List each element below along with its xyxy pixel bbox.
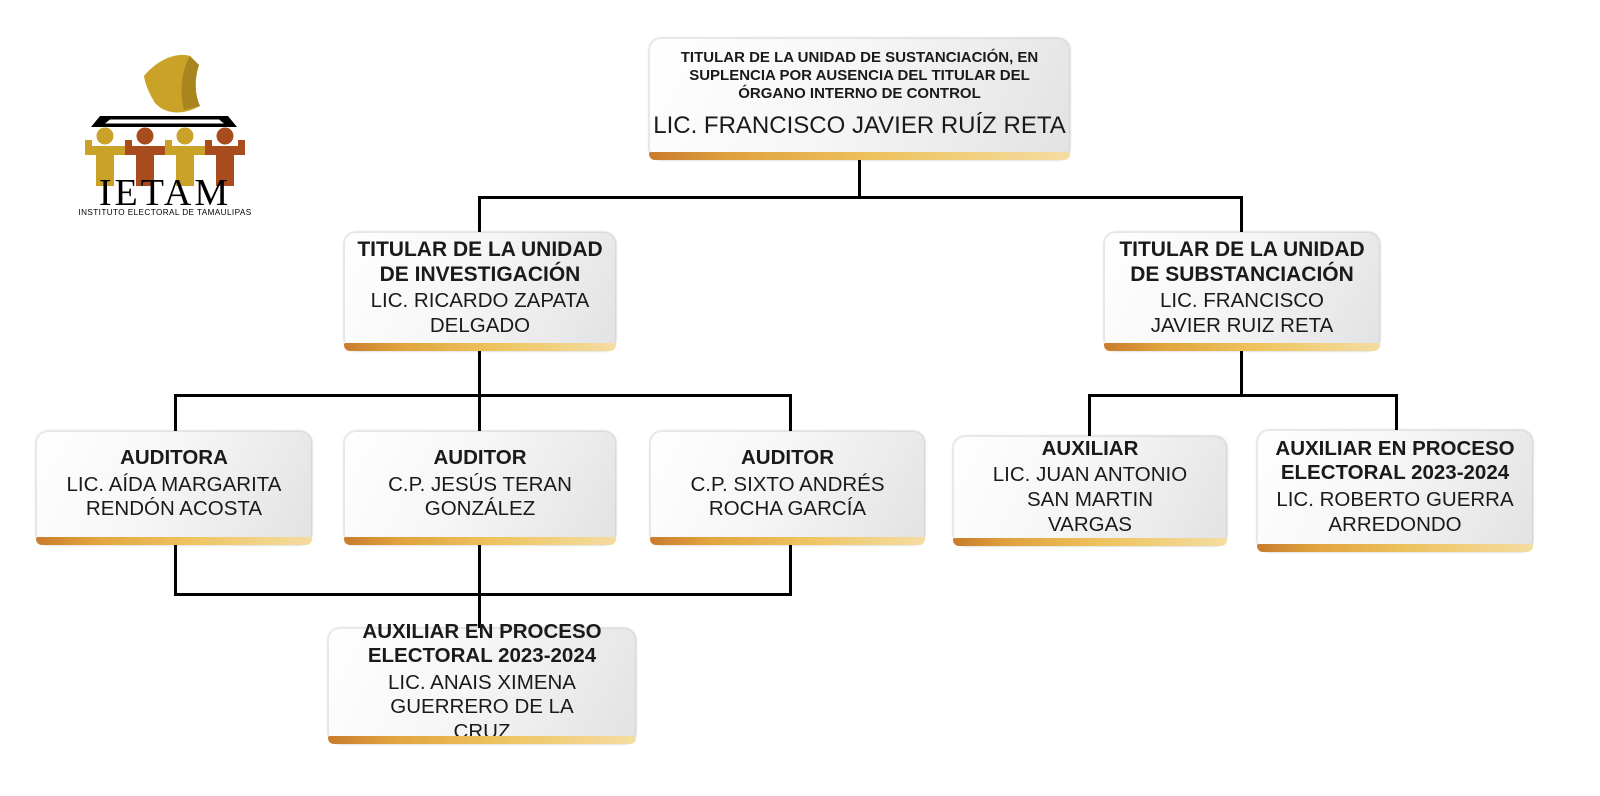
connector-auxiliar-drop (1088, 394, 1091, 437)
connector-investigacion-drop (478, 196, 481, 233)
connector-auditora-down (174, 543, 177, 596)
connector-level1-horizontal (478, 196, 1243, 199)
connector-auditor2-drop (789, 394, 792, 432)
connector-substanciacion-stub (1240, 350, 1243, 397)
node-title: TITULAR DE LA UNIDAD DE SUSTANCIACIÓN, E… (680, 49, 1039, 103)
node-title: AUXILIAR EN PROCESO ELECTORAL 2023-2024 (362, 619, 602, 668)
org-node-root: TITULAR DE LA UNIDAD DE SUSTANCIACIÓN, E… (649, 38, 1070, 160)
node-title: TITULAR DE LA UNIDAD DE SUBSTANCIACIÓN (1119, 237, 1365, 286)
ballot-box-icon (91, 116, 237, 127)
node-name: LIC. ROBERTO GUERRA ARREDONDO (1276, 488, 1514, 536)
org-node-substanciacion: TITULAR DE LA UNIDAD DE SUBSTANCIACIÓN L… (1104, 232, 1380, 351)
node-name: LIC. JUAN ANTONIO SAN MARTIN VARGAS (992, 463, 1188, 536)
logo-acronym: IETAM (99, 172, 231, 214)
ietam-logo: IETAM INSTITUTO ELECTORAL DE TAMAULIPAS (78, 54, 251, 217)
connector-auxiliar-pe-abajo-drop (478, 543, 481, 630)
node-title: TITULAR DE LA UNIDAD DE INVESTIGACIÓN (357, 237, 603, 286)
connector-auditores-horizontal (174, 394, 792, 397)
node-name: LIC. ANAIS XIMENA GUERRERO DE LA CRUZ (388, 670, 576, 743)
connector-auxiliares-horizontal (1088, 394, 1398, 397)
org-node-auditor2: AUDITOR C.P. SIXTO ANDRÉS ROCHA GARCÍA (650, 431, 925, 545)
node-name: C.P. SIXTO ANDRÉS ROCHA GARCÍA (690, 472, 885, 521)
connector-bottom-horizontal (174, 593, 792, 596)
ballot-paper-icon (144, 54, 200, 113)
node-title: AUDITOR (740, 446, 834, 470)
logo-subtitle: INSTITUTO ELECTORAL DE TAMAULIPAS (78, 208, 251, 217)
node-name: LIC. AÍDA MARGARITA RENDÓN ACOSTA (66, 472, 282, 521)
people-icon (85, 127, 245, 186)
connector-auditor2-down (789, 543, 792, 596)
org-node-auxiliar-pe-derecha: AUXILIAR EN PROCESO ELECTORAL 2023-2024 … (1257, 430, 1533, 552)
connector-auxiliar-pe-drop (1395, 394, 1398, 432)
org-node-auxiliar: AUXILIAR LIC. JUAN ANTONIO SAN MARTIN VA… (953, 436, 1227, 546)
org-node-auditora: AUDITORA LIC. AÍDA MARGARITA RENDÓN ACOS… (36, 431, 312, 545)
node-name: C.P. JESÚS TERAN GONZÁLEZ (388, 472, 572, 521)
connector-auditora-drop (174, 394, 177, 432)
connector-investigacion-stub (478, 350, 481, 397)
node-name: LIC. RICARDO ZAPATA DELGADO (370, 289, 590, 337)
node-name: LIC. FRANCISCO JAVIER RUIZ RETA (1150, 289, 1334, 337)
connector-substanciacion-drop (1240, 196, 1243, 233)
org-node-auxiliar-pe-abajo: AUXILIAR EN PROCESO ELECTORAL 2023-2024 … (328, 620, 636, 744)
org-node-investigacion: TITULAR DE LA UNIDAD DE INVESTIGACIÓN LI… (344, 232, 616, 351)
node-title: AUDITOR (433, 446, 527, 470)
node-name: LIC. FRANCISCO JAVIER RUÍZ RETA (653, 112, 1066, 140)
node-title: AUDITORA (120, 446, 228, 470)
connector-auditor1-drop (478, 394, 481, 432)
node-title: AUXILIAR EN PROCESO ELECTORAL 2023-2024 (1275, 436, 1515, 485)
node-title: AUXILIAR (1041, 436, 1139, 460)
org-node-auditor1: AUDITOR C.P. JESÚS TERAN GONZÁLEZ (344, 431, 616, 545)
connector-root-stub (858, 160, 861, 199)
